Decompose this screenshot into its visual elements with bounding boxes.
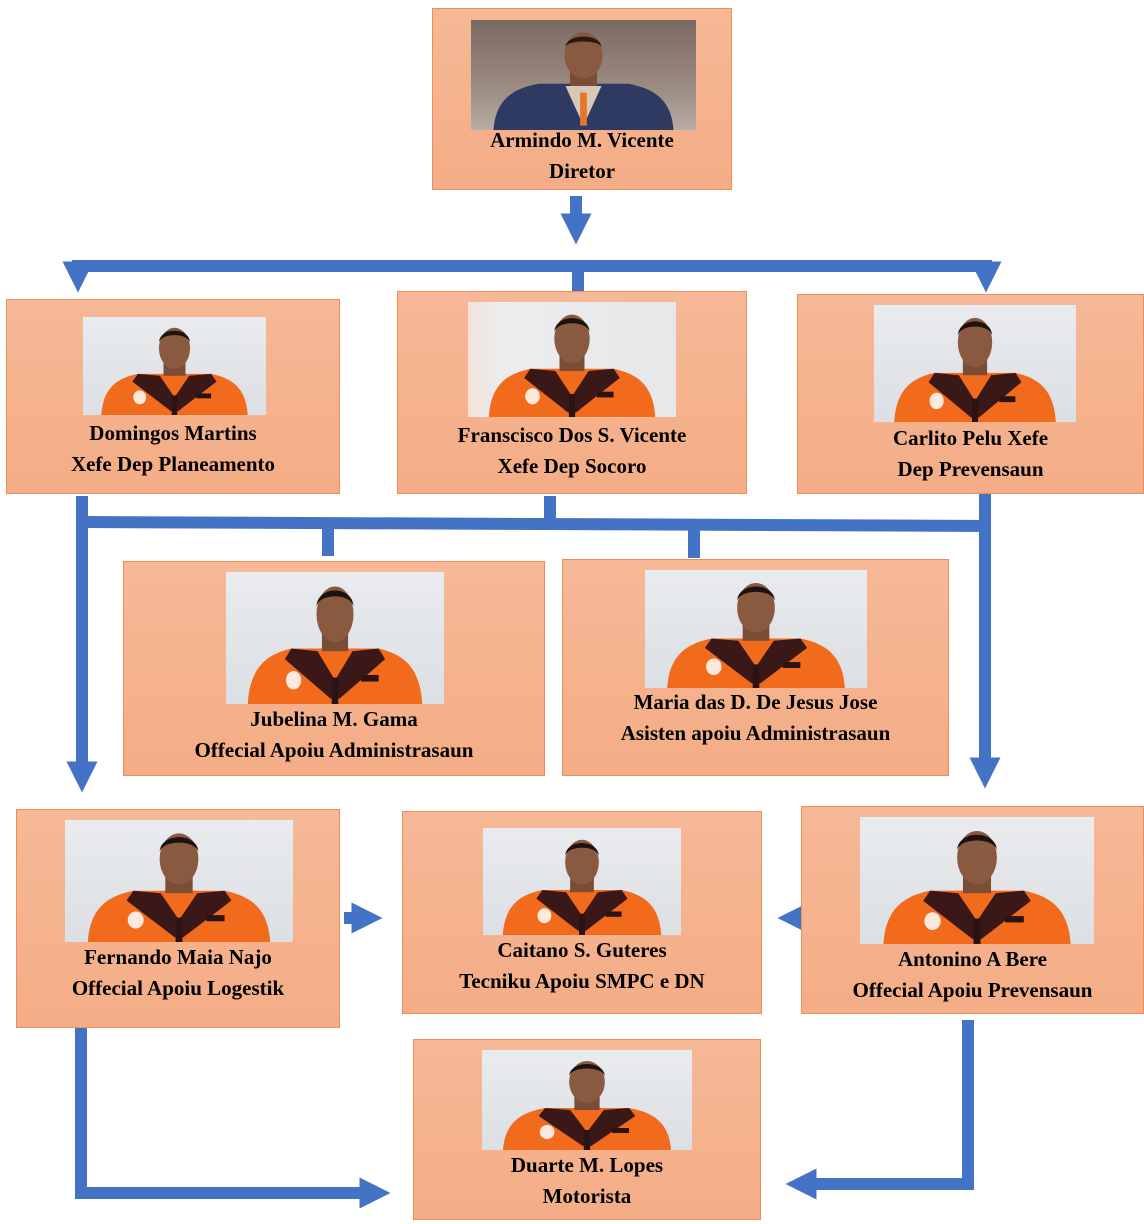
card-admin-official: Jubelina M. Gama Offecial Apoiu Administ… [123, 561, 545, 776]
admin-assistant-role: Asisten apoiu Administrasaun [620, 721, 891, 745]
admin-assistant-name: Maria das D. De Jesus Jose [633, 690, 878, 714]
driver-name: Duarte M. Lopes [510, 1153, 664, 1177]
connector-middle-bus [83, 516, 991, 532]
logistics-photo [65, 820, 293, 942]
admin-official-role: Offecial Apoiu Administrasaun [194, 738, 474, 762]
director-photo [471, 20, 696, 130]
logistics-role: Offecial Apoiu Logestik [71, 976, 285, 1000]
technician-name: Caitano S. Guteres [497, 938, 667, 962]
card-prevensaun: Carlito Pelu Xefe Dep Prevensaun [797, 294, 1144, 494]
director-role: Diretor [548, 159, 616, 183]
card-logistics: Fernando Maia Najo Offecial Apoiu Logest… [16, 809, 340, 1028]
technician-photo [483, 828, 681, 935]
card-admin-assistant: Maria das D. De Jesus Jose Asisten apoiu… [562, 559, 949, 776]
planeamento-photo [83, 317, 266, 415]
socoro-name: Franscisco Dos S. Vicente [457, 423, 687, 447]
socoro-photo [468, 302, 676, 417]
card-planeamento: Domingos Martins Xefe Dep Planeamento [6, 299, 340, 494]
prevensaun-photo [874, 305, 1076, 422]
planeamento-name: Domingos Martins [89, 421, 257, 445]
card-socoro: Franscisco Dos S. Vicente Xefe Dep Socor… [397, 291, 747, 494]
card-prevention-official: Antonino A Bere Offecial Apoiu Prevensau… [801, 806, 1144, 1014]
logistics-name: Fernando Maia Najo [84, 945, 272, 969]
socoro-role: Xefe Dep Socoro [497, 454, 647, 478]
prevention-official-role: Offecial Apoiu Prevensaun [852, 978, 1093, 1002]
prevention-official-photo [860, 817, 1094, 944]
admin-official-photo [226, 572, 444, 704]
card-driver: Duarte M. Lopes Motorista [413, 1039, 761, 1220]
technician-role: Tecniku Apoiu SMPC e DN [459, 969, 705, 993]
arrow-prevention-to-driver [785, 1020, 974, 1200]
prevensaun-name: Carlito Pelu Xefe [892, 426, 1049, 450]
planeamento-role: Xefe Dep Planeamento [70, 452, 276, 476]
director-name: Armindo M. Vicente [490, 128, 674, 152]
prevensaun-role: Dep Prevensaun [897, 457, 1044, 481]
admin-official-name: Jubelina M. Gama [250, 707, 418, 731]
arrow-logistics-to-driver [75, 1026, 391, 1209]
prevention-official-name: Antonino A Bere [898, 947, 1047, 971]
driver-photo [482, 1050, 692, 1150]
admin-assistant-photo [645, 570, 867, 688]
card-technician: Caitano S. Guteres Tecniku Apoiu SMPC e … [402, 811, 762, 1014]
driver-role: Motorista [542, 1184, 632, 1208]
card-director: Armindo M. Vicente Diretor [432, 8, 732, 190]
